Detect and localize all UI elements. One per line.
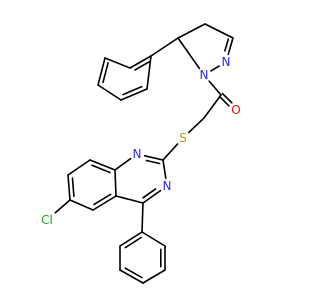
bond-line-inner — [124, 236, 142, 249]
bond-line — [67, 159, 91, 176]
bond-line — [141, 231, 166, 247]
bond-line — [69, 199, 94, 211]
bond-line — [97, 57, 106, 86]
bond-line-inner — [142, 188, 157, 199]
bond-line — [142, 269, 166, 284]
bond-line — [142, 189, 162, 204]
bond-line-inner — [224, 38, 230, 52]
atom-label-o: O — [231, 103, 240, 117]
atom-label-cl: Cl — [41, 213, 53, 227]
bond-line — [143, 154, 164, 161]
bond-line — [119, 269, 144, 284]
bond-line — [203, 94, 222, 119]
bond-line — [120, 88, 148, 101]
bond-line — [162, 159, 167, 179]
atom-label-n: N — [163, 179, 172, 193]
bond-line — [54, 199, 71, 214]
bond-line — [210, 65, 220, 72]
bond-line — [187, 117, 205, 134]
atom-label-n: N — [200, 68, 209, 82]
bond-line-inner — [93, 193, 112, 206]
bond-line — [119, 231, 143, 247]
bond-line — [150, 37, 179, 57]
atom-label-n: N — [133, 147, 142, 161]
bond-line — [89, 159, 116, 171]
bond-line-inner — [124, 267, 143, 279]
bond-line — [67, 174, 71, 201]
bond-line — [221, 92, 233, 104]
bond-line — [97, 84, 122, 101]
bond-line — [227, 37, 234, 56]
bonds-layer — [54, 23, 234, 284]
bond-line-inner — [91, 164, 111, 174]
bond-line — [104, 57, 131, 69]
bond-line — [141, 202, 144, 233]
bond-line-inner — [134, 60, 151, 71]
bond-line — [177, 23, 206, 39]
bond-line — [177, 37, 201, 70]
bond-line — [129, 55, 152, 69]
bond-line — [114, 157, 132, 171]
atom-label-n: N — [222, 55, 231, 69]
bond-line — [208, 80, 222, 96]
bond-line — [204, 23, 234, 39]
bond-line-inner — [145, 159, 161, 165]
bond-line-inner — [71, 177, 75, 197]
bond-line-second — [218, 95, 230, 107]
bond-line — [115, 195, 144, 204]
bond-line-inner — [102, 62, 109, 84]
bond-line-inner — [122, 85, 143, 96]
bond-line — [146, 55, 152, 90]
bond-line — [92, 195, 117, 211]
atom-label-s: S — [179, 131, 187, 145]
bond-line — [114, 169, 117, 197]
bond-line — [162, 143, 179, 161]
